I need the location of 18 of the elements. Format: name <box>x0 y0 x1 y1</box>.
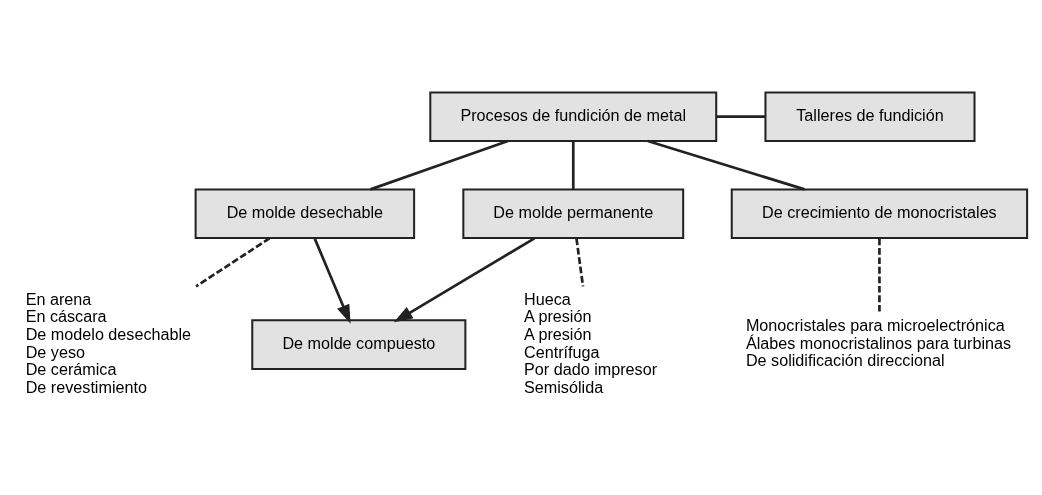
node-text: Hueca A presión A presión Centrífuga Por dado impresor Semisólida <box>524 289 658 396</box>
connector <box>647 139 805 191</box>
connector <box>370 139 509 191</box>
node-text: En arena En cáscara De modelo desechable De yeso De cerámica De revestimiento <box>25 289 192 396</box>
node-box: De molde compuesto <box>251 319 467 370</box>
node-box: De molde desechable <box>194 188 416 240</box>
arrow <box>313 238 351 324</box>
node-text: Monocristales para microelectrónica Álabes monocristalinos para turbinas De solidificación direccional <box>745 316 1012 370</box>
connector <box>575 238 585 287</box>
connector <box>716 115 765 118</box>
node-box: Talleres de fundición <box>764 91 976 142</box>
connector <box>878 238 881 313</box>
node-box: De crecimiento de monocristales <box>730 188 1029 240</box>
connector <box>571 141 575 190</box>
node-box: De molde permanente <box>462 188 685 240</box>
connector <box>195 237 271 288</box>
arrow <box>393 237 536 323</box>
node-box: Procesos de fundición de metal <box>429 91 718 142</box>
